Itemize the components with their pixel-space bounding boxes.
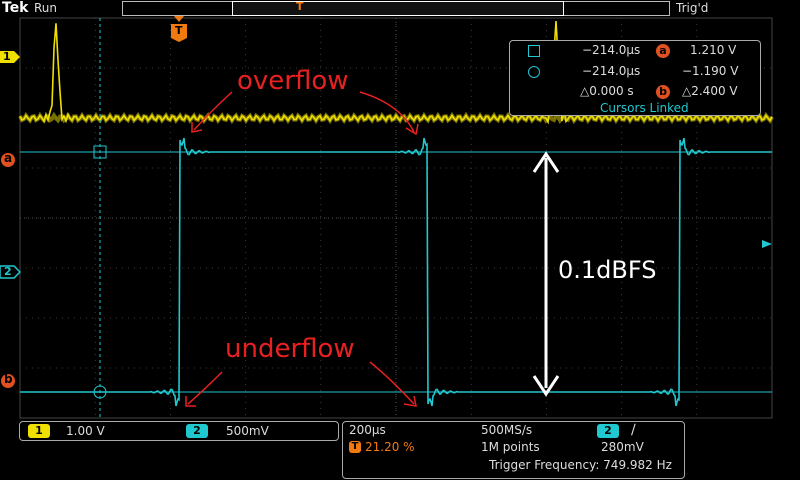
square-cursor-icon <box>528 45 540 57</box>
cursor-2-voltage: −1.190 V <box>682 64 739 78</box>
trigger-frequency: Trigger Frequency: 749.982 Hz <box>489 458 672 472</box>
cursor-1-time: −214.0µs <box>582 43 641 57</box>
trigger-slope-icon[interactable]: ∕ <box>631 422 636 438</box>
delta-time: △0.000 s <box>580 84 634 98</box>
cursor-a-badge <box>1 153 15 167</box>
trigger-position[interactable]: 21.20 % <box>365 440 415 454</box>
sample-rate: 500MS/s <box>481 423 533 437</box>
ch1-scale[interactable]: 1.00 V <box>66 424 105 438</box>
cursor-b-circle[interactable] <box>93 385 107 399</box>
timebase-trigger-bar[interactable]: 200µs 500MS/s 2 ∕ T 21.20 % 1M points 28… <box>342 421 685 479</box>
ch1-ground-marker[interactable] <box>0 51 20 63</box>
trigger-level-marker[interactable] <box>762 240 772 248</box>
cursor-a-square[interactable] <box>93 145 107 159</box>
cursor-readout-panel[interactable]: −214.0µs a 1.210 V −214.0µs −1.190 V △0.… <box>509 40 761 116</box>
trigger-marker-label: T <box>175 24 183 37</box>
cursor-a-badge-small: a <box>656 44 670 58</box>
ch2-ground-marker[interactable] <box>0 265 22 279</box>
record-trigger-marker: T <box>296 0 304 13</box>
ch1-badge[interactable]: 1 <box>28 424 50 438</box>
range-annotation: 0.1dBFS <box>558 256 657 284</box>
trigger-pointer-top <box>174 16 184 22</box>
cursor-b-marker-label: b <box>4 372 13 386</box>
ch2-scale[interactable]: 500mV <box>226 424 269 438</box>
trigger-channel-badge[interactable]: 2 <box>597 424 619 438</box>
circle-cursor-icon <box>528 66 540 78</box>
trigger-level[interactable]: 280mV <box>601 440 644 454</box>
ch1-waveform-band <box>18 111 774 125</box>
cursor-b-badge-small: b <box>656 85 670 99</box>
timebase[interactable]: 200µs <box>349 423 386 437</box>
record-view-window[interactable] <box>232 1 564 16</box>
delta-voltage: △2.400 V <box>682 84 738 98</box>
acquisition-state[interactable]: Run <box>34 1 58 15</box>
cursor-1-voltage: 1.210 V <box>690 43 737 57</box>
cursor-2-time: −214.0µs <box>582 64 641 78</box>
overflow-annotation: overflow <box>237 66 349 96</box>
ch1-marker-label: 1 <box>3 50 11 63</box>
brand-logo: Tek <box>2 0 29 16</box>
annotation-arrows <box>185 91 419 407</box>
ch2-badge[interactable]: 2 <box>186 424 208 438</box>
channel-scale-bar[interactable]: 1 1.00 V 2 500mV <box>19 421 339 441</box>
range-arrow <box>532 151 560 397</box>
ch2-marker-label: 2 <box>4 265 12 278</box>
record-length[interactable]: 1M points <box>481 440 540 454</box>
cursors-linked-label: Cursors Linked <box>600 101 689 115</box>
trigger-status: Trig'd <box>676 1 709 15</box>
cursor-a-marker-label: a <box>4 151 13 165</box>
trigger-position-marker[interactable] <box>171 24 187 42</box>
underflow-annotation: underflow <box>225 334 355 364</box>
cursor-b-badge <box>1 374 15 388</box>
trigger-position-badge: T <box>349 441 361 453</box>
